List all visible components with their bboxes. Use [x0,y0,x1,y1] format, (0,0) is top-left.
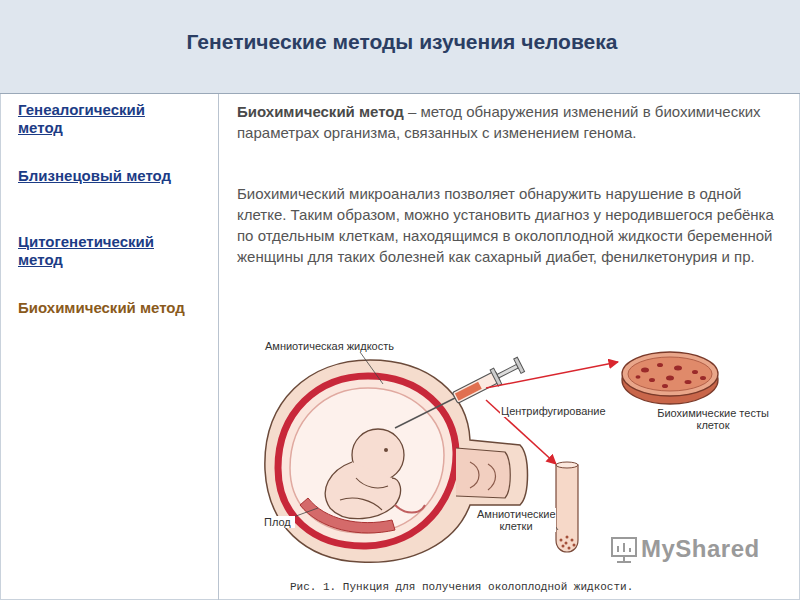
paragraph: Биохимический метод– метод обнаружения и… [237,101,785,143]
figure-label: Биохимические тесты клеток [652,407,774,431]
figure-label: Центрифугирование [500,405,622,417]
paragraph: Биохимический микроанализ позволяет обна… [237,183,785,267]
term-heading: Биохимический метод [237,103,404,120]
figure-caption: Рис. 1. Пункция для получения околоплодн… [290,581,760,593]
menu-link-current: Биохимический метод [18,299,188,317]
watermark: MyShared [641,535,781,563]
menu-link: Цитогенетический метод [18,233,198,269]
figure-label: Амниотическая жидкость [264,340,416,352]
figure-label: Плод [263,516,295,528]
menu-link: Генеалогический метод [18,101,188,137]
page-title: Генетические методы изучения человека [2,30,800,54]
column-divider [218,94,219,600]
menu-link: Близнецовый метод [18,167,188,185]
figure-label: Амниотические клетки [476,508,556,532]
